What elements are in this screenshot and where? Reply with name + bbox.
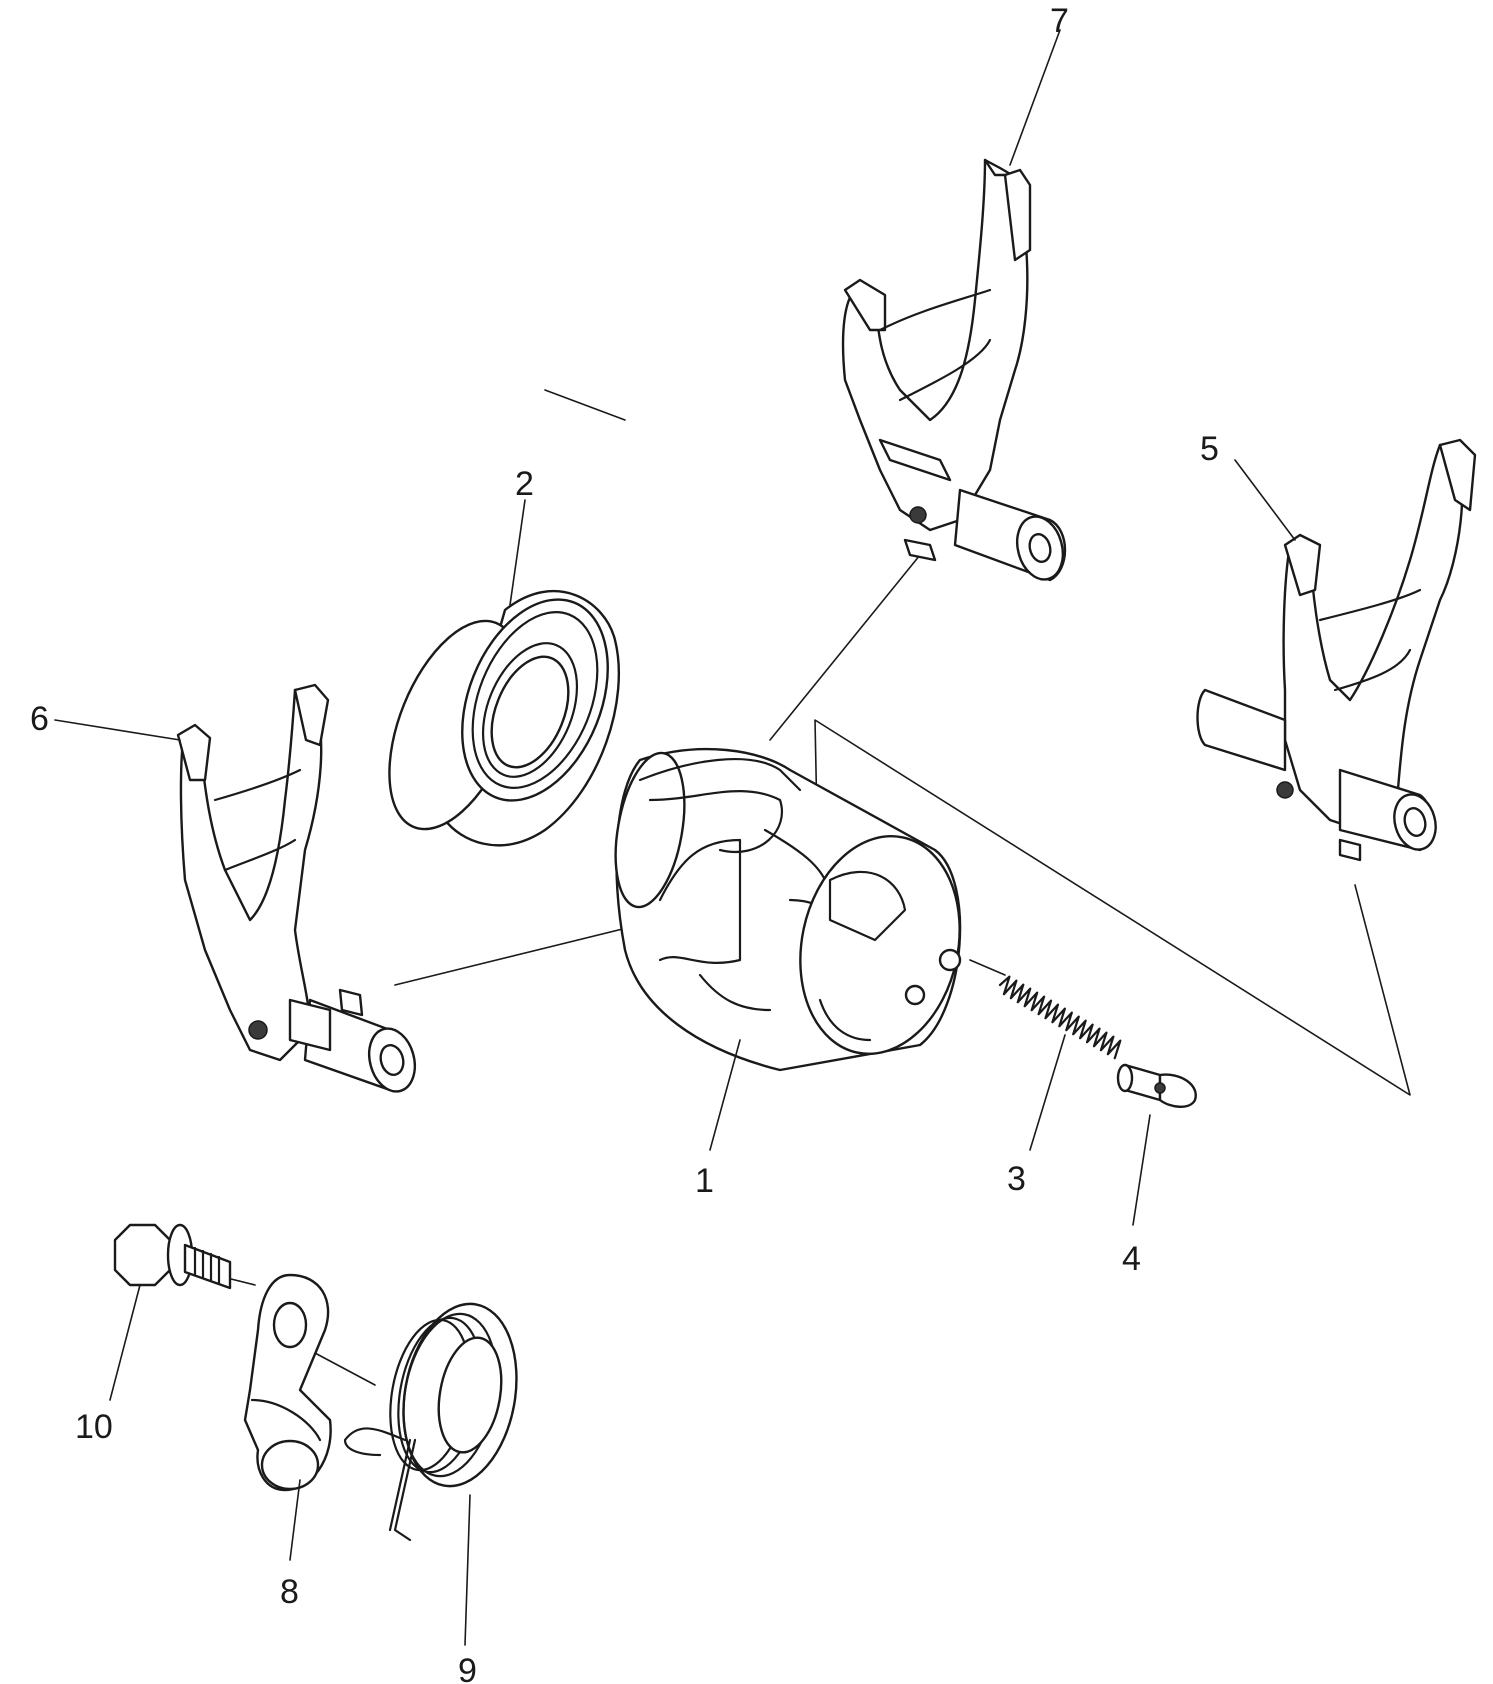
shift-fork-icon bbox=[841, 158, 1067, 582]
shift-fork-icon bbox=[1196, 438, 1477, 862]
callout-7: 7 bbox=[1050, 2, 1069, 40]
callout-9: 9 bbox=[458, 1652, 477, 1684]
torsion-spring-icon bbox=[343, 1302, 518, 1542]
flange-bolt-icon bbox=[113, 1223, 232, 1290]
shift-fork-icon bbox=[176, 683, 417, 1093]
callout-6: 6 bbox=[30, 700, 49, 738]
ball-bearing-icon bbox=[388, 590, 620, 847]
callout-1: 1 bbox=[695, 1162, 714, 1200]
coil-spring-icon bbox=[998, 975, 1122, 1060]
stopper-lever-icon bbox=[243, 1273, 332, 1492]
callout-labels: 1 2 3 4 5 6 7 8 9 10 bbox=[30, 2, 1219, 1684]
detent-pin-icon bbox=[1116, 1063, 1197, 1108]
callout-4: 4 bbox=[1122, 1240, 1141, 1278]
callout-2: 2 bbox=[515, 465, 534, 503]
callout-10: 10 bbox=[75, 1408, 113, 1446]
shift-drum-icon bbox=[614, 747, 962, 1072]
callout-5: 5 bbox=[1200, 430, 1219, 468]
callout-leaders bbox=[54, 29, 1296, 1646]
callout-8: 8 bbox=[280, 1573, 299, 1611]
callout-3: 3 bbox=[1007, 1160, 1026, 1198]
